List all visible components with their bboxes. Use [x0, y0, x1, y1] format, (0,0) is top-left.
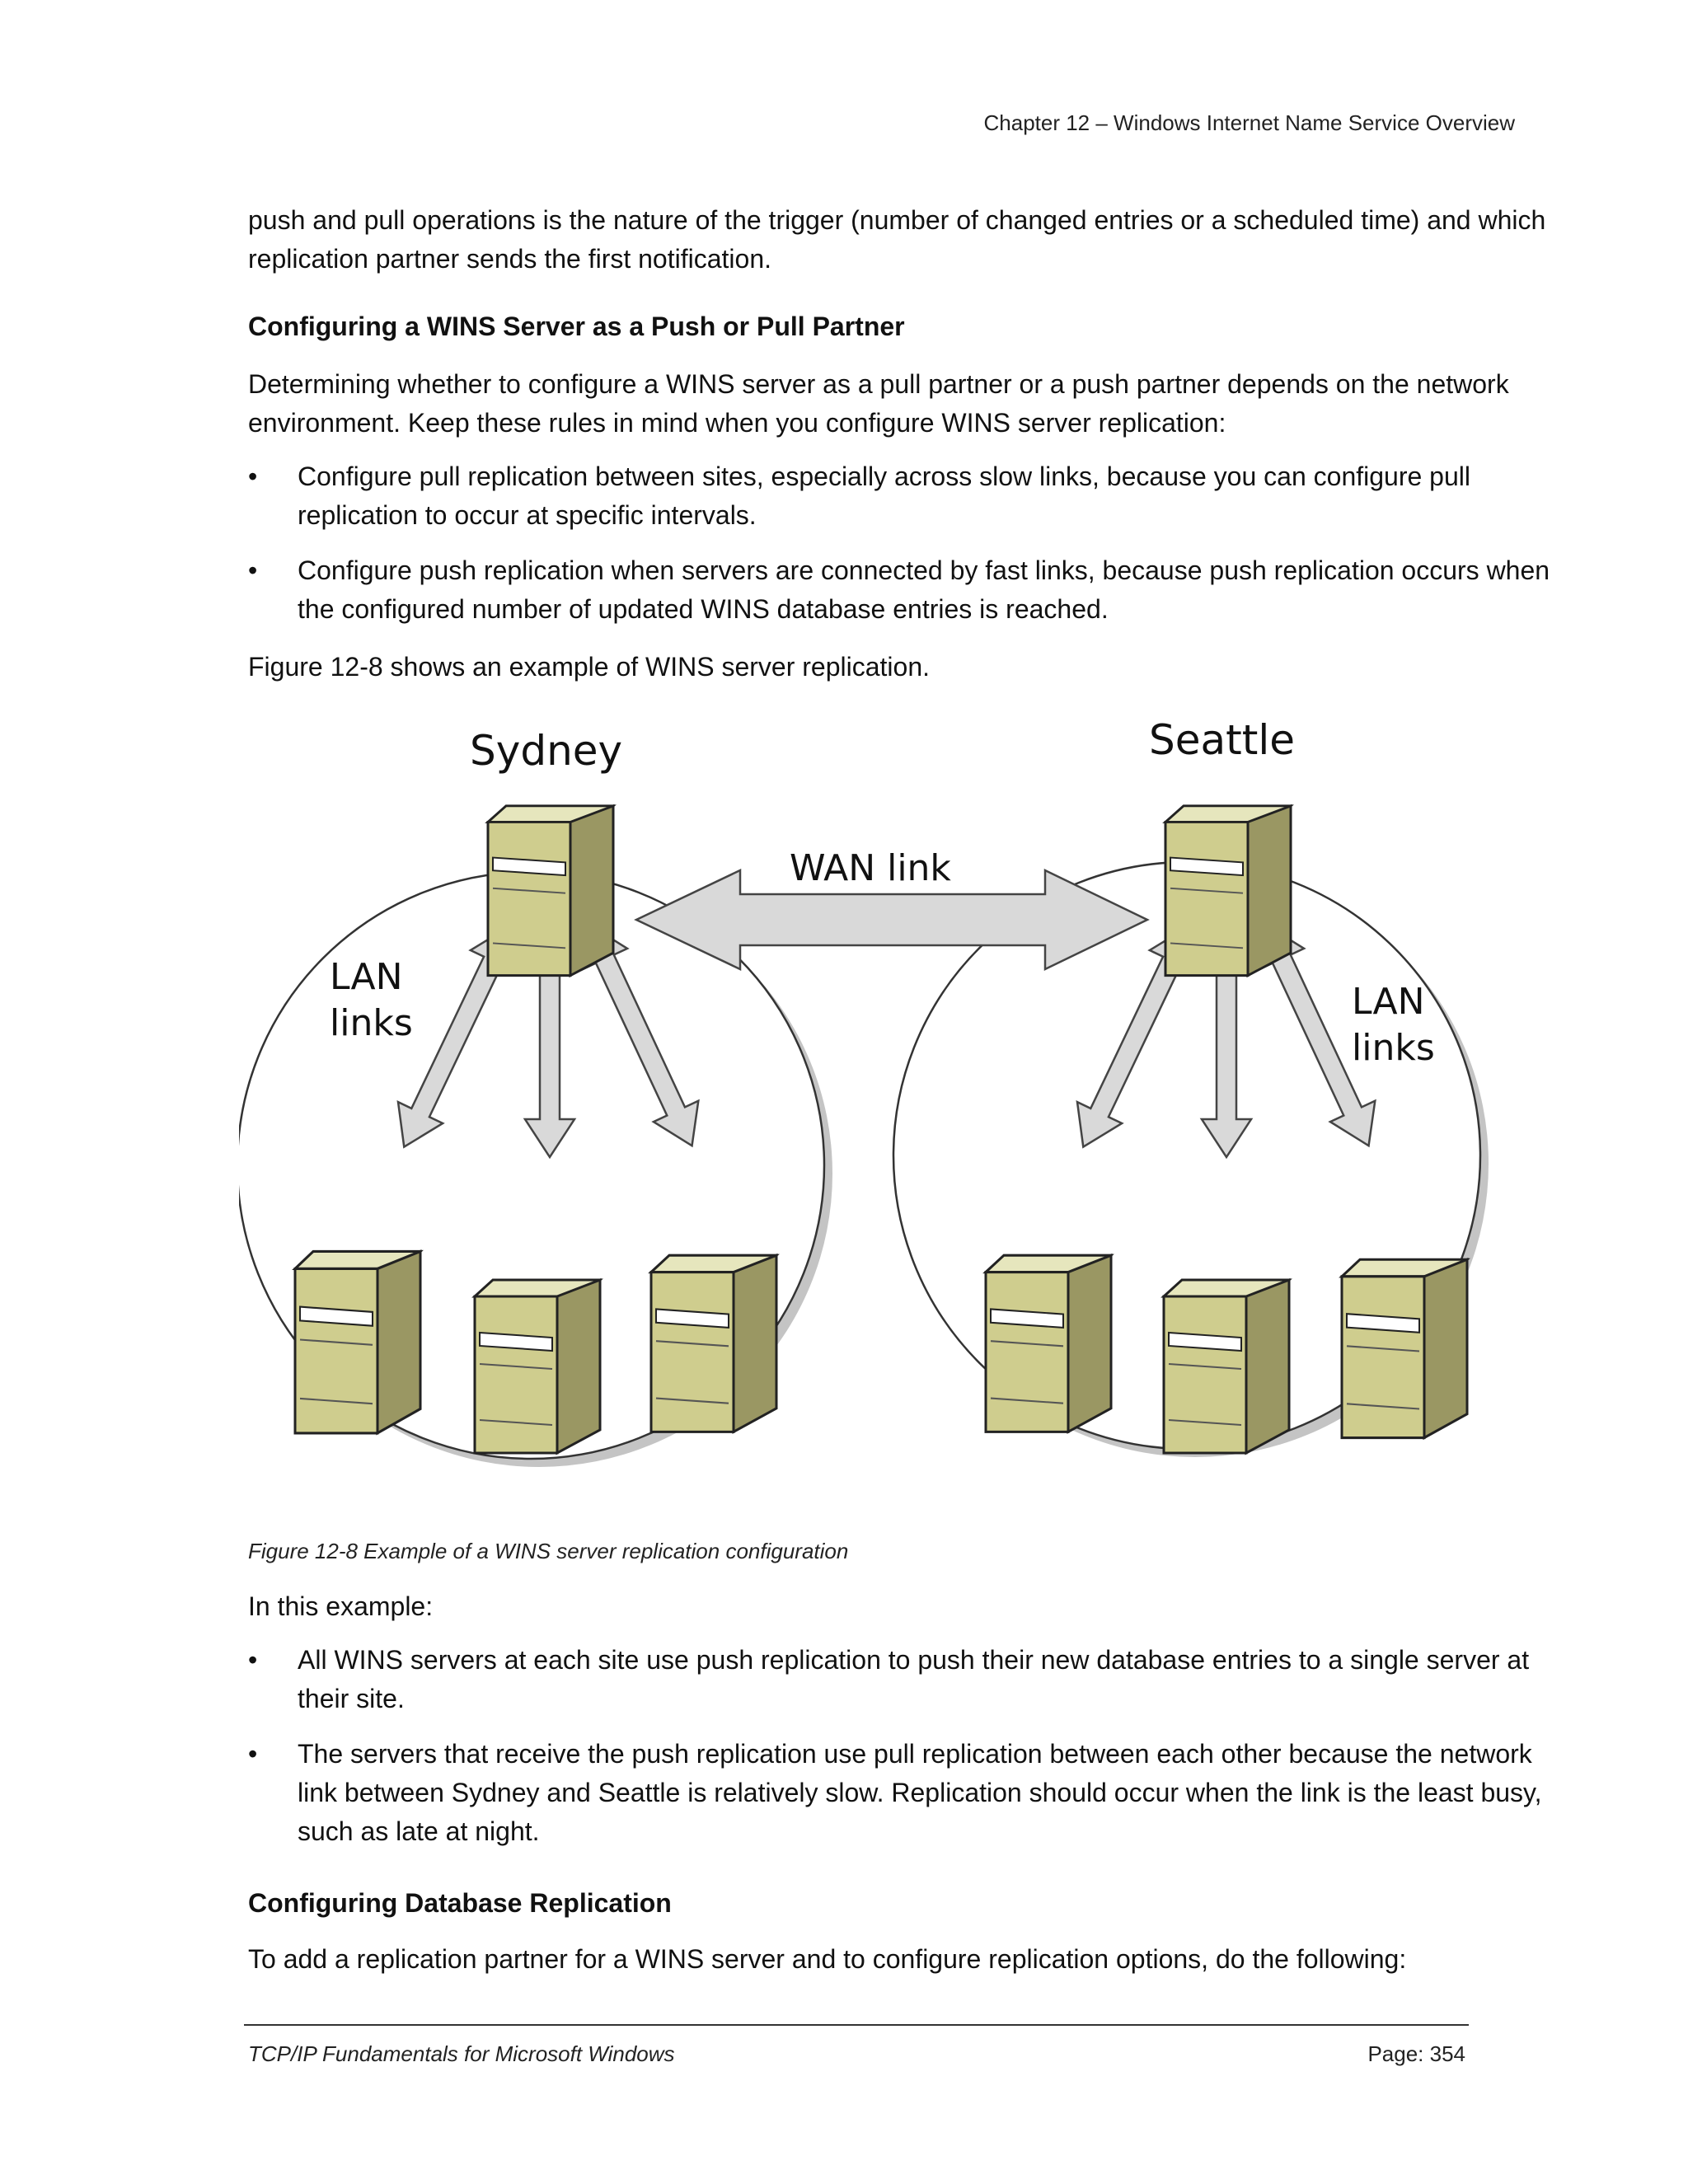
sydney-server-2: [473, 1278, 602, 1455]
figure-reference-paragraph: Figure 12-8 shows an example of WINS ser…: [248, 652, 931, 682]
bullet-glyph: •: [248, 1645, 258, 1675]
example-intro: In this example:: [248, 1591, 434, 1621]
list-item-text: Configure push replication when servers …: [298, 555, 1550, 624]
sydney-server-1: [293, 1249, 422, 1435]
footer-page-number: Page: 354: [1367, 2041, 1465, 2066]
sydney-server-3: [649, 1254, 778, 1433]
footer-book-title: TCP/IP Fundamentals for Microsoft Window…: [248, 2041, 675, 2066]
seattle-server-3: [1340, 1258, 1469, 1440]
seattle-label: Seattle: [1149, 716, 1295, 764]
section-heading-database-replication: Configuring Database Replication: [248, 1888, 672, 1918]
list-item-text: Configure pull replication between sites…: [298, 462, 1470, 530]
section-paragraph-database-replication: To add a replication partner for a WINS …: [248, 1944, 1407, 1974]
sydney-lan-label-line2: links: [330, 1002, 413, 1044]
seattle-hub-server: [1164, 804, 1292, 977]
sydney-label: Sydney: [470, 727, 622, 775]
section-paragraph-push-pull: Determining whether to configure a WINS …: [248, 369, 1509, 438]
bullet-glyph: •: [248, 1739, 258, 1769]
wan-link-arrow: [634, 869, 1150, 971]
figure-caption: Figure 12-8 Example of a WINS server rep…: [248, 1539, 849, 1563]
bullet-glyph: •: [248, 555, 258, 585]
footer-rule: [244, 2024, 1469, 2026]
wan-link-label: WAN link: [790, 847, 951, 889]
running-header: Chapter 12 – Windows Internet Name Servi…: [983, 110, 1516, 135]
seattle-server-2: [1162, 1278, 1291, 1455]
seattle-lan-label-line1: LAN: [1352, 981, 1425, 1023]
seattle-lan-label-line2: links: [1352, 1027, 1435, 1069]
seattle-server-1: [984, 1254, 1113, 1433]
sydney-lan-label-line1: LAN: [330, 956, 403, 998]
bullet-glyph: •: [248, 462, 258, 491]
intro-paragraph: push and pull operations is the nature o…: [248, 205, 1546, 274]
list-item-text: The servers that receive the push replic…: [298, 1739, 1542, 1846]
sydney-hub-server: [486, 804, 615, 977]
list-item-text: All WINS servers at each site use push r…: [298, 1645, 1530, 1713]
wins-replication-diagram: Sydney Seattle WAN link LAN links LAN li…: [239, 716, 1489, 1467]
section-heading-push-pull: Configuring a WINS Server as a Push or P…: [248, 312, 905, 341]
